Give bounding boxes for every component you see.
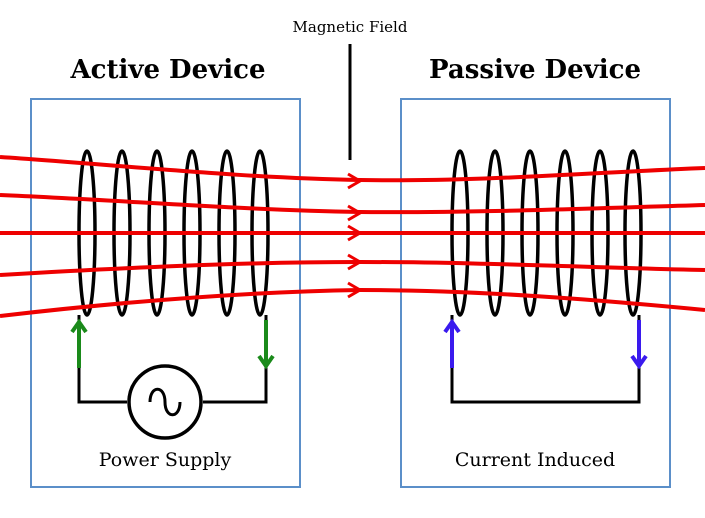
active-device-title: Active Device [69, 55, 265, 85]
field-arrows [347, 172, 363, 299]
sine-wave-icon [148, 387, 182, 417]
field-arrow [347, 172, 363, 190]
active-current-arrows [70, 318, 275, 370]
magnetic-field-label: Magnetic Field [293, 18, 408, 36]
current-induced-label: Current Induced [455, 449, 615, 471]
field-line [0, 259, 705, 277]
power-supply-symbol [127, 364, 203, 440]
passive-current-arrows [443, 318, 648, 370]
field-arrow [347, 204, 363, 222]
passive-device-box [400, 98, 671, 488]
passive-circuit-wire [450, 315, 641, 404]
passive-device-title: Passive Device [429, 55, 641, 85]
field-arrow [347, 281, 363, 299]
power-supply-label: Power Supply [99, 449, 232, 471]
field-arrow [347, 224, 363, 242]
field-arrow [347, 253, 363, 271]
